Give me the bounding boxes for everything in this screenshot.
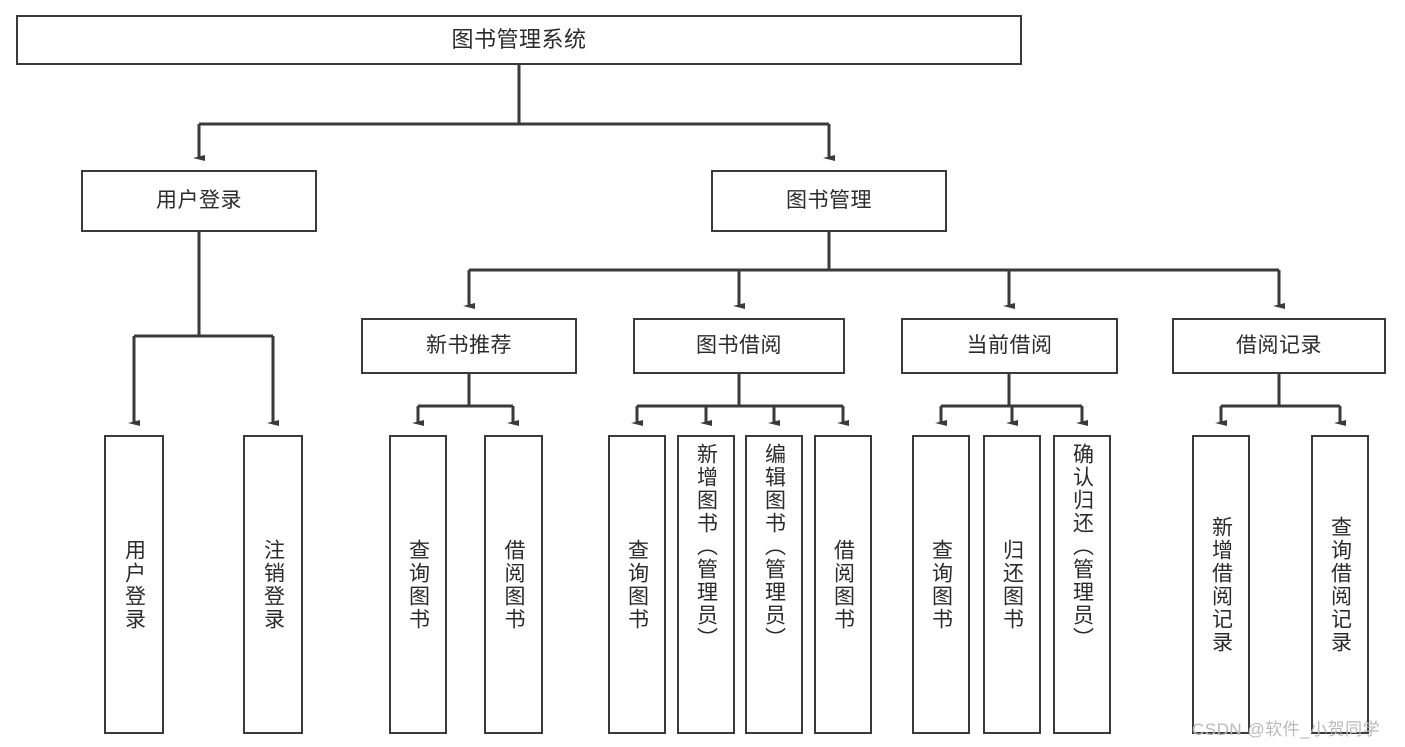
node-leaf-add-book-admin[interactable]: 新增图书（管理员）	[677, 435, 735, 734]
node-root-label: 图书管理系统	[451, 27, 587, 53]
node-leaf-query-book-borrow[interactable]: 查询图书	[608, 435, 666, 734]
watermark-text: CSDN @软件_小贺同学	[1192, 720, 1381, 739]
node-leaf-edit-book-admin-label: 编辑图书（管理员）	[762, 443, 786, 650]
node-leaf-user-login[interactable]: 用户登录	[104, 435, 164, 734]
node-new-book-recommend-label: 新书推荐	[426, 333, 512, 357]
node-leaf-query-borrow-record[interactable]: 查询借阅记录	[1311, 435, 1369, 734]
node-user-login[interactable]: 用户登录	[81, 170, 317, 232]
node-leaf-logout[interactable]: 注销登录	[243, 435, 303, 734]
node-user-login-label: 用户登录	[156, 188, 242, 212]
node-root[interactable]: 图书管理系统	[16, 15, 1022, 65]
node-leaf-edit-book-admin[interactable]: 编辑图书（管理员）	[745, 435, 803, 734]
node-leaf-add-borrow-record-label: 新增借阅记录	[1209, 515, 1233, 654]
node-leaf-query-book-recommend-label: 查询图书	[406, 538, 430, 631]
node-borrow-record-label: 借阅记录	[1236, 333, 1322, 357]
watermark: CSDN @软件_小贺同学	[1192, 715, 1380, 740]
node-new-book-recommend[interactable]: 新书推荐	[361, 318, 577, 374]
node-leaf-borrow-book[interactable]: 借阅图书	[814, 435, 872, 734]
node-borrow-record[interactable]: 借阅记录	[1172, 318, 1386, 374]
node-leaf-borrow-book-recommend[interactable]: 借阅图书	[484, 435, 543, 734]
node-leaf-user-login-label: 用户登录	[122, 538, 146, 631]
node-book-borrow[interactable]: 图书借阅	[633, 318, 845, 374]
node-leaf-add-borrow-record[interactable]: 新增借阅记录	[1192, 435, 1250, 734]
node-leaf-query-book-recommend[interactable]: 查询图书	[389, 435, 447, 734]
node-leaf-borrow-book-label: 借阅图书	[831, 538, 855, 631]
node-current-borrow[interactable]: 当前借阅	[901, 318, 1118, 374]
node-book-borrow-label: 图书借阅	[696, 333, 782, 357]
node-leaf-borrow-book-recommend-label: 借阅图书	[502, 538, 525, 631]
node-leaf-logout-label: 注销登录	[261, 538, 285, 631]
node-book-management-label: 图书管理	[786, 188, 872, 212]
node-leaf-add-book-admin-label: 新增图书（管理员）	[694, 443, 718, 650]
node-leaf-confirm-return-admin-label: 确认归还（管理员）	[1070, 443, 1094, 650]
node-leaf-confirm-return-admin[interactable]: 确认归还（管理员）	[1053, 435, 1111, 734]
node-leaf-query-book-borrow-label: 查询图书	[625, 538, 649, 631]
node-book-management[interactable]: 图书管理	[711, 170, 947, 232]
node-leaf-query-book-current-label: 查询图书	[929, 538, 953, 631]
node-leaf-return-book-label: 归还图书	[1000, 538, 1024, 631]
node-current-borrow-label: 当前借阅	[966, 333, 1053, 357]
node-leaf-query-borrow-record-label: 查询借阅记录	[1328, 515, 1352, 654]
node-leaf-query-book-current[interactable]: 查询图书	[912, 435, 970, 734]
node-leaf-return-book[interactable]: 归还图书	[983, 435, 1041, 734]
